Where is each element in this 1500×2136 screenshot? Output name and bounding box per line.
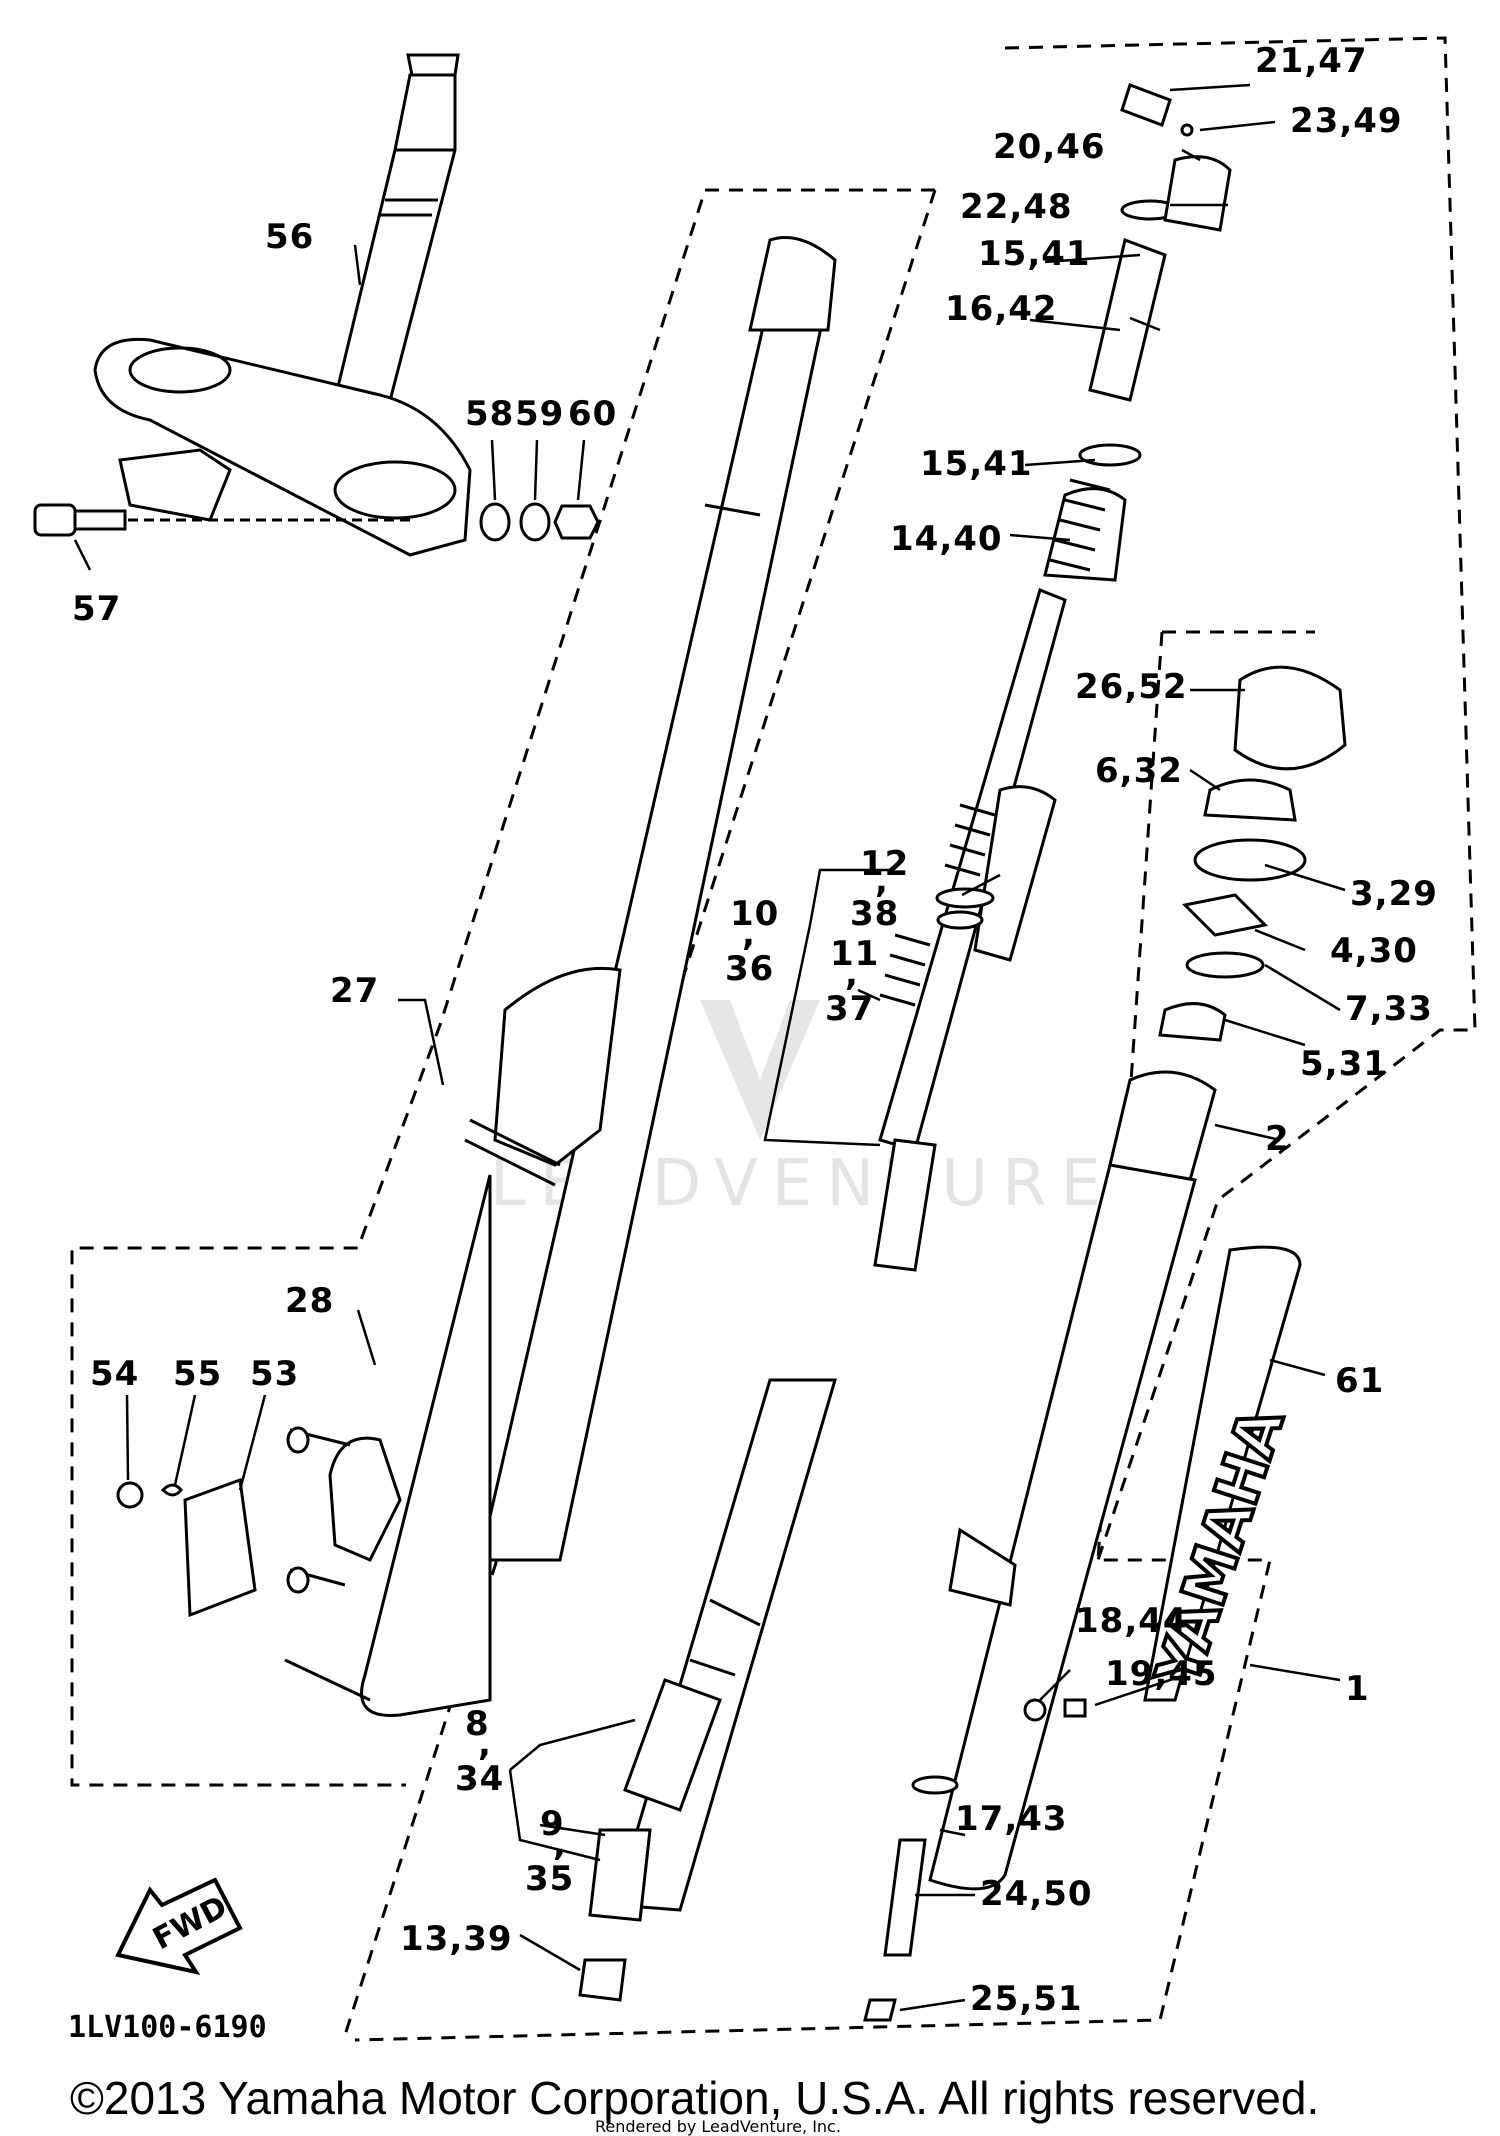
callout-9: 9: [540, 1804, 565, 1844]
callout-34: 34: [455, 1759, 504, 1799]
callout-57: 57: [72, 589, 121, 629]
callout-26-52: 26,52: [1075, 667, 1188, 707]
callout-6-32: 6,32: [1095, 751, 1183, 791]
callout-24-50: 24,50: [980, 1874, 1093, 1914]
axle-clamp-53-55: [116, 1477, 257, 1618]
callout-16-42: 16,42: [945, 289, 1058, 329]
callout-14-40: 14,40: [890, 519, 1003, 559]
spring-top: [1049, 199, 1180, 572]
callout-11: 11: [830, 934, 879, 974]
callout-53: 53: [250, 1354, 299, 1394]
damper-rod: [578, 487, 1127, 2002]
axle-clamp-28: [286, 1426, 402, 1594]
leader-lines: [73, 83, 1346, 2012]
callout-56: 56: [265, 217, 314, 257]
callout-20-46: 20,46: [993, 127, 1106, 167]
callout-36: 36: [725, 949, 774, 989]
callout-18-44: 18,44: [1075, 1601, 1188, 1641]
callout-comma-8: ,: [478, 1724, 492, 1764]
rendered-by-credit: Rendered by LeadVenture, Inc.: [595, 2117, 841, 2136]
outline-left-fork: [70, 188, 935, 1787]
outline-top-right: [1004, 36, 1477, 1561]
callout-22-48: 22,48: [960, 187, 1073, 227]
callout-13-39: 13,39: [400, 1919, 513, 1959]
callout-comma-12: ,: [875, 861, 889, 901]
drawing-code: 1LV100-6190: [68, 2010, 267, 2045]
callout-3-29: 3,29: [1350, 874, 1438, 914]
callout-54: 54: [90, 1354, 139, 1394]
callout-comma-9: ,: [553, 1824, 567, 1864]
callout-55: 55: [173, 1354, 222, 1394]
callout-58: 58: [465, 394, 514, 434]
spring-lower: [879, 803, 996, 1007]
callout-5-31: 5,31: [1300, 1044, 1388, 1084]
callout-12: 12: [860, 844, 909, 884]
callout-comma-11: ,: [845, 954, 859, 994]
callout-17-43: 17,43: [955, 1799, 1068, 1839]
callout-25-51: 25,51: [970, 1979, 1083, 2019]
callout-37: 37: [825, 989, 874, 1029]
callout-4-30: 4,30: [1330, 931, 1418, 971]
callout-8: 8: [465, 1704, 490, 1744]
copyright-notice: ©2013 Yamaha Motor Corporation, U.S.A. A…: [70, 2072, 1319, 2124]
callout-35: 35: [525, 1859, 574, 1899]
callout-7-33: 7,33: [1345, 989, 1433, 1029]
callout-59: 59: [515, 394, 564, 434]
clamp-bolt: [33, 503, 410, 537]
callout-15-41-top: 15,41: [978, 234, 1091, 274]
callout-2: 2: [1265, 1119, 1290, 1159]
right-fork-parts: [928, 665, 1347, 1891]
callout-27: 27: [330, 971, 379, 1011]
washers-nut: [479, 502, 600, 542]
callout-61: 61: [1335, 1361, 1384, 1401]
decal-text: YAMAHA: [1142, 1400, 1298, 1696]
left-fork-tube: [284, 236, 837, 1717]
callout-23-49: 23,49: [1290, 101, 1403, 141]
callout-1: 1: [1345, 1669, 1370, 1709]
fwd-arrow: FWD: [115, 1877, 243, 1975]
callout-10: 10: [730, 894, 779, 934]
steering-stem: [93, 53, 472, 557]
drain-bolt-group: [863, 1698, 1087, 2022]
callout-38: 38: [850, 894, 899, 934]
callouts: 21,47 23,49 20,46 22,48 15,41 16,42 15,4…: [72, 41, 1438, 2019]
callout-15-41-lower: 15,41: [920, 444, 1033, 484]
callout-19-45: 19,45: [1105, 1654, 1218, 1694]
callout-21-47: 21,47: [1255, 41, 1368, 81]
callout-comma-10: ,: [742, 914, 756, 954]
callout-60: 60: [568, 394, 617, 434]
callout-28: 28: [285, 1281, 334, 1321]
fork-cap: [1120, 83, 1232, 232]
